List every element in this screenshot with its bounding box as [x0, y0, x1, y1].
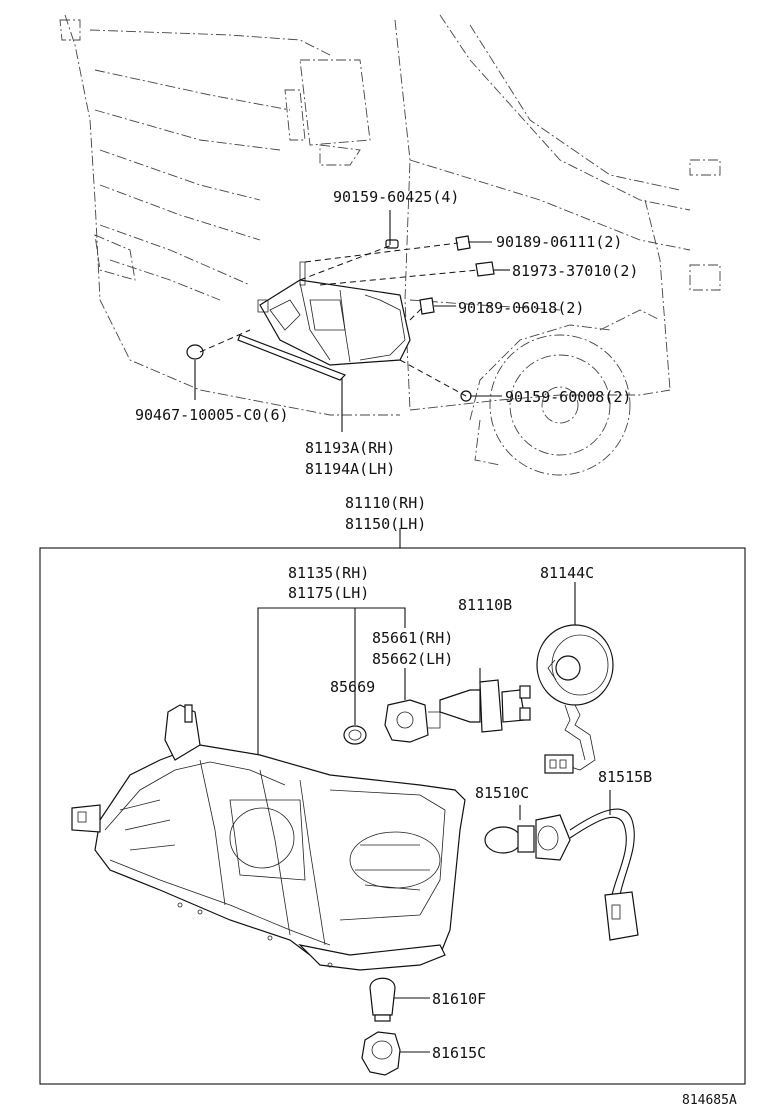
assembly-frame [39, 547, 746, 1085]
callout-socket-cover: 81144C [540, 564, 594, 582]
side-bulb [369, 977, 396, 1022]
figure-id: 814685A [682, 1093, 737, 1108]
hardware-parts [186, 235, 495, 402]
position-bulb-socket [384, 699, 441, 743]
callout-grommet: 90467-10005-C0(6) [135, 406, 289, 424]
callout-turn-socket: 81510C [475, 784, 529, 802]
headlamp-bulb [439, 679, 531, 733]
callout-bolt-clip: 90189-06111(2) [496, 233, 622, 251]
callout-bolt-mid: 90189-06018(2) [458, 299, 584, 317]
grommet-part [186, 344, 204, 360]
callout-wire-harness: 81515B [598, 768, 652, 786]
callout-lamp-assy-lh: 81150(LH) [345, 515, 426, 533]
callout-lens-housing-rh: 81135(RH) [288, 564, 369, 582]
callout-lamp-assy-rh: 81110(RH) [345, 494, 426, 512]
turn-bulb [484, 814, 571, 861]
callout-oring: 85669 [330, 678, 375, 696]
headlamp-assembly [71, 704, 466, 971]
retainer-part [475, 261, 495, 277]
socket-cover [536, 624, 614, 774]
callout-position-bulb-rh: 85661(RH) [372, 629, 453, 647]
callout-screw-bottom: 90159-60008(2) [505, 388, 631, 406]
side-socket [361, 1031, 401, 1076]
top-leader-lines [194, 210, 510, 548]
callout-lens-housing-lh: 81175(LH) [288, 584, 369, 602]
callout-bracket-lh: 81194A(LH) [305, 460, 395, 478]
callout-screw-top: 90159-60425(4) [333, 188, 459, 206]
vehicle-cab-outline [59, 14, 721, 476]
bolt-mid-part [419, 297, 435, 315]
callout-retainer: 81973-37010(2) [512, 262, 638, 280]
oring-part [343, 725, 367, 745]
wire-harness [569, 808, 639, 941]
lens-housing-leaders [257, 582, 611, 1053]
callout-position-bulb-lh: 85662(LH) [372, 650, 453, 668]
callout-headlamp-bulb: 81110B [458, 596, 512, 614]
callout-bracket-rh: 81193A(RH) [305, 439, 395, 457]
callout-side-bulb: 81610F [432, 990, 486, 1008]
installed-headlamp [237, 261, 411, 381]
callout-side-socket: 81615C [432, 1044, 486, 1062]
bolt-clip-part [455, 235, 471, 251]
